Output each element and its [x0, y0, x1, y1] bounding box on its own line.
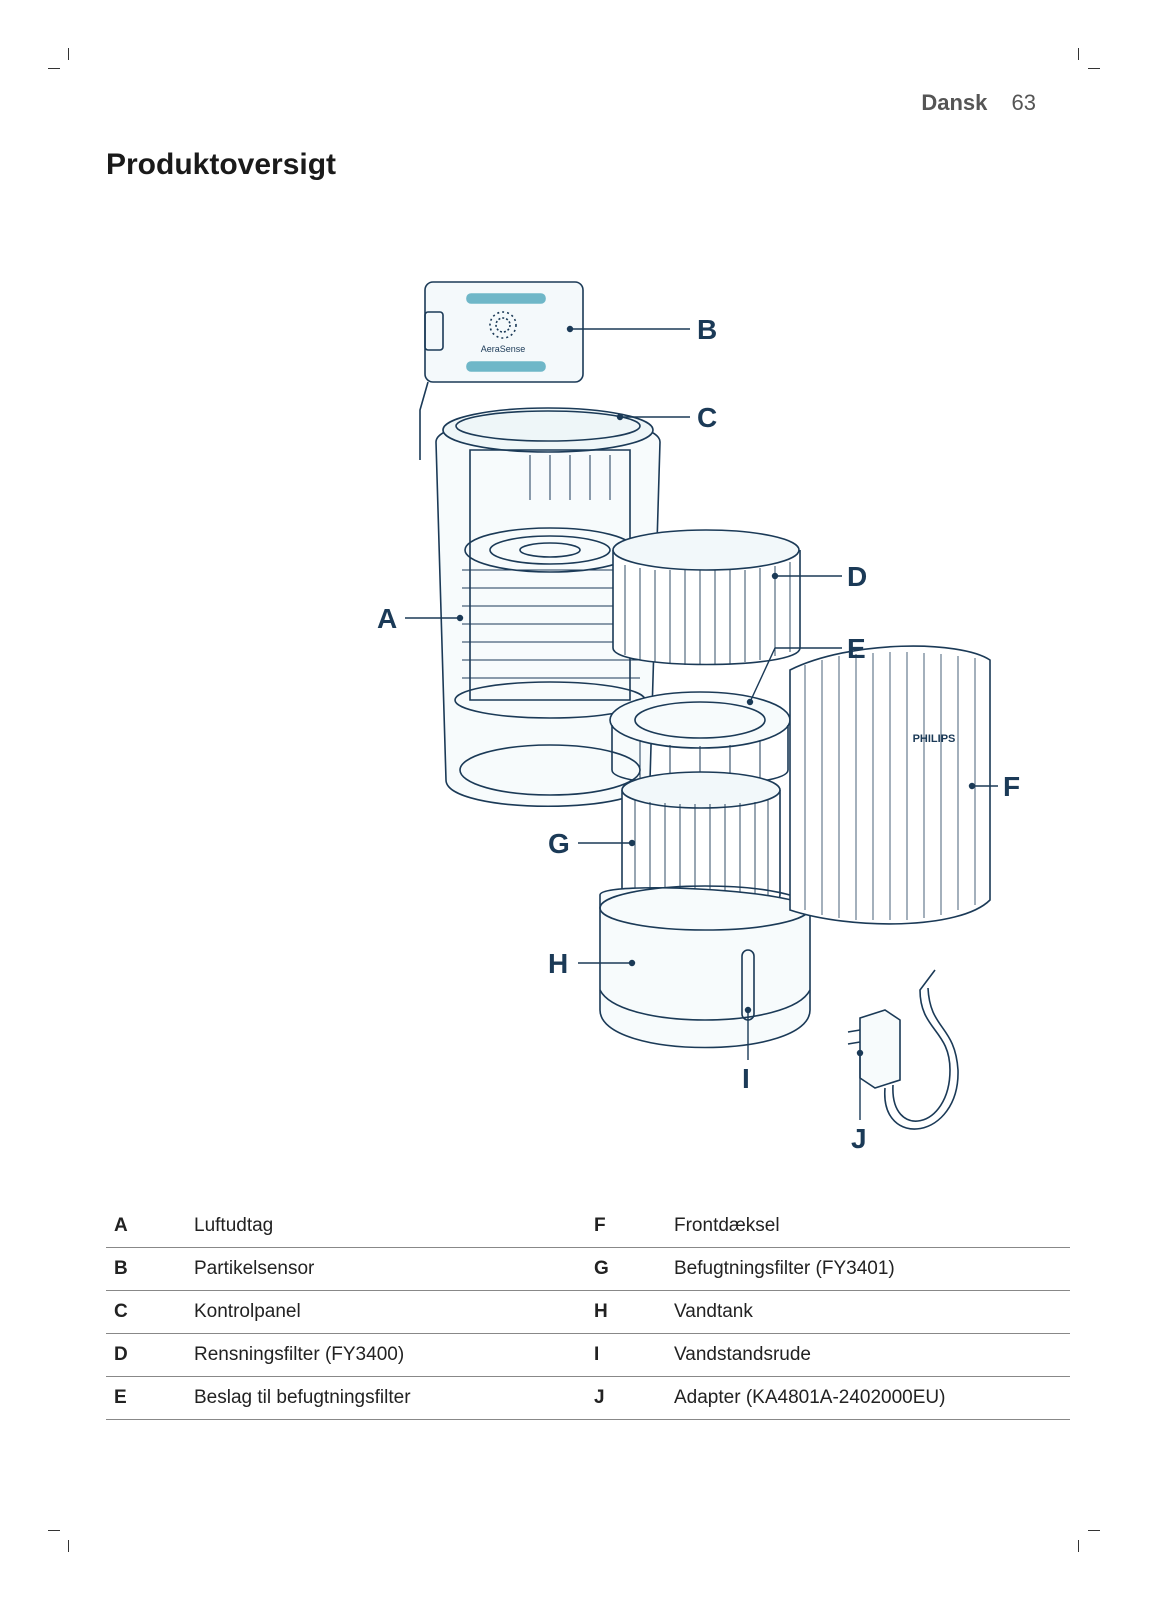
callout-d: D — [847, 561, 867, 592]
callout-h: H — [548, 948, 568, 979]
part-label: Kontrolpanel — [194, 1290, 586, 1334]
part-key: A — [106, 1205, 194, 1248]
table-row: B Partikelsensor G Befugtningsfilter (FY… — [106, 1247, 1070, 1291]
purification-filter-drawing — [612, 529, 801, 666]
part-label: Befugtningsfilter (FY3401) — [674, 1247, 1070, 1291]
part-key: E — [106, 1376, 194, 1420]
crop-mark-br-h — [1088, 1530, 1100, 1531]
page-number: 63 — [1011, 90, 1036, 115]
adapter-drawing — [847, 969, 959, 1130]
page-header: Dansk 63 — [921, 90, 1036, 116]
main-housing-drawing — [435, 407, 661, 807]
callout-i: I — [742, 1063, 750, 1094]
part-label: Rensningsfilter (FY3400) — [194, 1333, 586, 1377]
crop-mark-bl-h — [48, 1530, 60, 1531]
part-label: Frontdæksel — [674, 1205, 1070, 1248]
callout-g: G — [548, 828, 570, 859]
callout-e: E — [847, 633, 866, 664]
callout-b: B — [697, 314, 717, 345]
parts-table: A Luftudtag F Frontdæksel B Partikelsens… — [106, 1205, 1070, 1420]
part-label: Beslag til befugtningsfilter — [194, 1376, 586, 1420]
particle-sensor-drawing — [419, 281, 584, 460]
part-label: Vandstandsrude — [674, 1333, 1070, 1377]
callout-f: F — [1003, 771, 1020, 802]
table-row: D Rensningsfilter (FY3400) I Vandstandsr… — [106, 1333, 1070, 1377]
crop-mark-tr-h — [1088, 68, 1100, 69]
part-label: Luftudtag — [194, 1205, 586, 1248]
part-key: C — [106, 1290, 194, 1334]
part-label: Partikelsensor — [194, 1247, 586, 1291]
product-exploded-diagram: AeraSense — [377, 281, 1020, 1154]
part-key: G — [586, 1247, 674, 1291]
sensor-brand-label: AeraSense — [481, 344, 526, 354]
crop-mark-tl-v — [68, 48, 69, 60]
table-row: E Beslag til befugtningsfilter J Adapter… — [106, 1376, 1070, 1420]
part-key: B — [106, 1247, 194, 1291]
callout-j: J — [851, 1123, 867, 1154]
table-row: C Kontrolpanel H Vandtank — [106, 1290, 1070, 1334]
front-cover-drawing — [789, 645, 991, 925]
part-label: Vandtank — [674, 1290, 1070, 1334]
callout-a: A — [377, 603, 397, 634]
water-tank-drawing — [599, 885, 811, 1049]
page-title: Produktoversigt — [106, 148, 337, 181]
part-key: H — [586, 1290, 674, 1334]
crop-mark-br-v — [1078, 1540, 1079, 1552]
part-key: I — [586, 1333, 674, 1377]
part-key: J — [586, 1376, 674, 1420]
callout-c: C — [697, 402, 717, 433]
crop-mark-tr-v — [1078, 48, 1079, 60]
part-key: D — [106, 1333, 194, 1377]
crop-mark-tl-h — [48, 68, 60, 69]
part-key: F — [586, 1205, 674, 1248]
cover-brand-label: PHILIPS — [913, 733, 956, 745]
language-label: Dansk — [921, 90, 988, 115]
table-row: A Luftudtag F Frontdæksel — [106, 1205, 1070, 1248]
humidification-filter-drawing — [621, 771, 781, 916]
part-label: Adapter (KA4801A-2402000EU) — [674, 1376, 1070, 1420]
crop-mark-bl-v — [68, 1540, 69, 1552]
